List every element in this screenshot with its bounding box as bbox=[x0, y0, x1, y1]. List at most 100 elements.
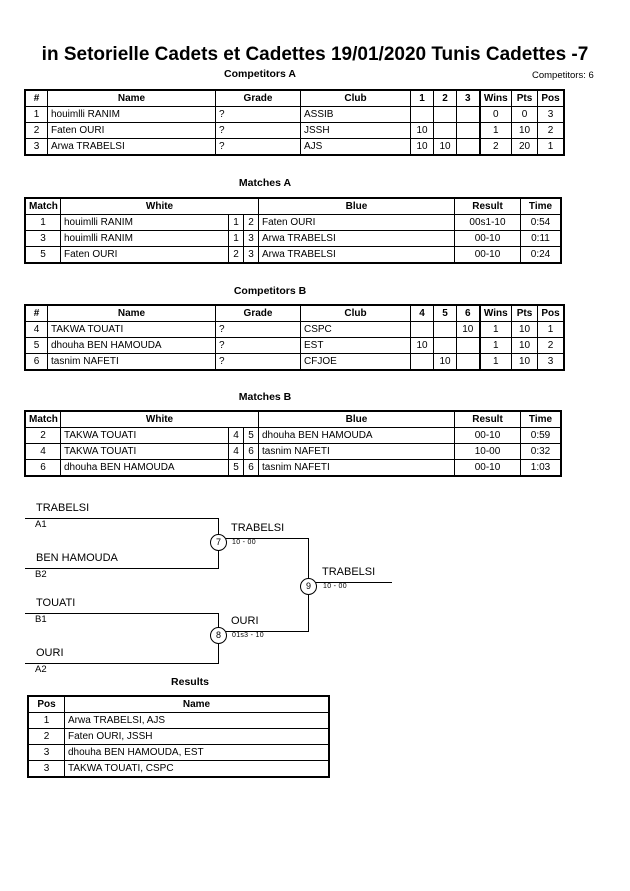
col-header-pos: Pos bbox=[537, 90, 564, 107]
cell-grade: ? bbox=[215, 138, 301, 155]
bracket-entrant-seed: B2 bbox=[35, 569, 47, 580]
col-header-club: Club bbox=[300, 305, 411, 322]
col-header-num: # bbox=[25, 305, 48, 322]
cell-white-name: TAKWA TOUATI bbox=[60, 427, 229, 444]
col-header-pos: Pos bbox=[28, 696, 65, 713]
bracket-line bbox=[25, 518, 218, 519]
cell-blue-seed: 6 bbox=[243, 443, 259, 460]
cell-result: 00-10 bbox=[454, 459, 521, 476]
bracket-entrant-seed: A1 bbox=[35, 519, 47, 530]
cell-pos: 3 bbox=[537, 353, 564, 370]
cell-white-name: dhouha BEN HAMOUDA bbox=[60, 459, 229, 476]
cell-match-number: 5 bbox=[25, 246, 61, 263]
col-header-wins: Wins bbox=[478, 90, 512, 107]
col-header-wins: Wins bbox=[478, 305, 512, 322]
cell-white-seed: 1 bbox=[228, 230, 244, 247]
cell-name: Faten OURI, JSSH bbox=[64, 728, 329, 745]
col-header-opp-4: 4 bbox=[410, 305, 434, 322]
table-row: 2 Faten OURI, JSSH bbox=[28, 728, 329, 745]
cell-num: 4 bbox=[25, 321, 48, 338]
cell-score-1 bbox=[410, 106, 434, 123]
col-header-white: White bbox=[60, 411, 259, 428]
bracket-winner-name: OURI bbox=[231, 615, 259, 627]
cell-pts: 10 bbox=[511, 122, 538, 139]
bracket-match-node-7: 7 bbox=[210, 534, 227, 551]
cell-wins: 1 bbox=[478, 337, 512, 354]
page-title: in Setorielle Cadets et Cadettes 19/01/2… bbox=[41, 44, 589, 65]
cell-club: CFJOE bbox=[300, 353, 411, 370]
cell-time: 0:54 bbox=[520, 214, 561, 231]
bracket-entrant-name: BEN HAMOUDA bbox=[36, 552, 118, 564]
bracket-entrant-name: TOUATI bbox=[36, 597, 76, 609]
cell-white-name: TAKWA TOUATI bbox=[60, 443, 229, 460]
cell-blue-name: tasnim NAFETI bbox=[258, 459, 455, 476]
table-row: 5 dhouha BEN HAMOUDA ? EST 10 1 10 2 bbox=[25, 337, 564, 354]
bracket-winner-name: TRABELSI bbox=[231, 522, 285, 534]
col-header-match: Match bbox=[25, 411, 61, 428]
cell-white-seed: 4 bbox=[228, 443, 244, 460]
table-header-row: Match White Blue Result Time bbox=[25, 198, 561, 215]
col-header-opp-6: 6 bbox=[456, 305, 480, 322]
cell-white-name: Faten OURI bbox=[60, 246, 229, 263]
cell-num: 6 bbox=[25, 353, 48, 370]
table-row: 6 tasnim NAFETI ? CFJOE 10 1 10 3 bbox=[25, 353, 564, 370]
page-header: in Setorielle Cadets et Cadettes 19/01/2… bbox=[0, 44, 630, 74]
col-header-opp-1: 1 bbox=[410, 90, 434, 107]
table-row: 4 TAKWA TOUATI ? CSPC 10 1 10 1 bbox=[25, 321, 564, 338]
col-header-opp-3: 3 bbox=[456, 90, 480, 107]
cell-time: 0:24 bbox=[520, 246, 561, 263]
bracket-line bbox=[25, 613, 218, 614]
col-header-pos: Pos bbox=[537, 305, 564, 322]
cell-pos: 2 bbox=[537, 122, 564, 139]
col-header-grade: Grade bbox=[215, 90, 301, 107]
cell-white-name: houimlli RANIM bbox=[60, 214, 229, 231]
cell-score-3 bbox=[456, 138, 480, 155]
competitors-count: Competitors: 6 bbox=[532, 70, 594, 81]
cell-blue-seed: 6 bbox=[243, 459, 259, 476]
cell-score-2 bbox=[433, 106, 457, 123]
cell-name: TAKWA TOUATI bbox=[47, 321, 216, 338]
matches-b-table: Match White Blue Result Time 2 TAKWA TOU… bbox=[24, 410, 562, 477]
cell-grade: ? bbox=[215, 106, 301, 123]
caption-results: Results bbox=[171, 676, 209, 688]
cell-score-5 bbox=[433, 321, 457, 338]
competitors-b-table: # Name Grade Club 4 5 6 Wins Pts Pos 4 T… bbox=[24, 304, 565, 371]
cell-score-6: 10 bbox=[456, 321, 480, 338]
cell-blue-name: Faten OURI bbox=[258, 214, 455, 231]
table-row: 5 Faten OURI 2 3 Arwa TRABELSI 00-10 0:2… bbox=[25, 246, 561, 263]
table-header-row: # Name Grade Club 4 5 6 Wins Pts Pos bbox=[25, 305, 564, 322]
col-header-opp-2: 2 bbox=[433, 90, 457, 107]
bracket-entrant-seed: B1 bbox=[35, 614, 47, 625]
table-row: 2 TAKWA TOUATI 4 5 dhouha BEN HAMOUDA 00… bbox=[25, 427, 561, 444]
matches-a-table: Match White Blue Result Time 1 houimlli … bbox=[24, 197, 562, 264]
cell-score-4 bbox=[410, 321, 434, 338]
col-header-name: Name bbox=[47, 305, 216, 322]
cell-match-number: 4 bbox=[25, 443, 61, 460]
caption-competitors-b: Competitors B bbox=[233, 285, 307, 297]
bracket-winner-score: 01s3 - 10 bbox=[232, 632, 264, 639]
bracket-match-node-8: 8 bbox=[210, 627, 227, 644]
cell-result: 00-10 bbox=[454, 427, 521, 444]
cell-pts: 10 bbox=[511, 321, 538, 338]
cell-score-5 bbox=[433, 337, 457, 354]
table-row: 2 Faten OURI ? JSSH 10 1 10 2 bbox=[25, 122, 564, 139]
bracket-line bbox=[226, 538, 308, 539]
table-row: 6 dhouha BEN HAMOUDA 5 6 tasnim NAFETI 0… bbox=[25, 459, 561, 476]
cell-name: Faten OURI bbox=[47, 122, 216, 139]
cell-result: 00-10 bbox=[454, 230, 521, 247]
cell-num: 1 bbox=[25, 106, 48, 123]
cell-club: EST bbox=[300, 337, 411, 354]
cell-match-number: 1 bbox=[25, 214, 61, 231]
col-header-result: Result bbox=[454, 411, 521, 428]
bracket-line bbox=[226, 631, 308, 632]
cell-name: Arwa TRABELSI, AJS bbox=[64, 712, 329, 729]
competitors-a-table: # Name Grade Club 1 2 3 Wins Pts Pos 1 h… bbox=[24, 89, 565, 156]
cell-pos: 3 bbox=[28, 744, 65, 761]
cell-num: 5 bbox=[25, 337, 48, 354]
cell-pos: 1 bbox=[537, 321, 564, 338]
cell-name: dhouha BEN HAMOUDA, EST bbox=[64, 744, 329, 761]
bracket-final-winner-score: 10 - 00 bbox=[323, 583, 347, 590]
cell-pts: 10 bbox=[511, 353, 538, 370]
cell-wins: 1 bbox=[478, 321, 512, 338]
table-row: 3 houimlli RANIM 1 3 Arwa TRABELSI 00-10… bbox=[25, 230, 561, 247]
